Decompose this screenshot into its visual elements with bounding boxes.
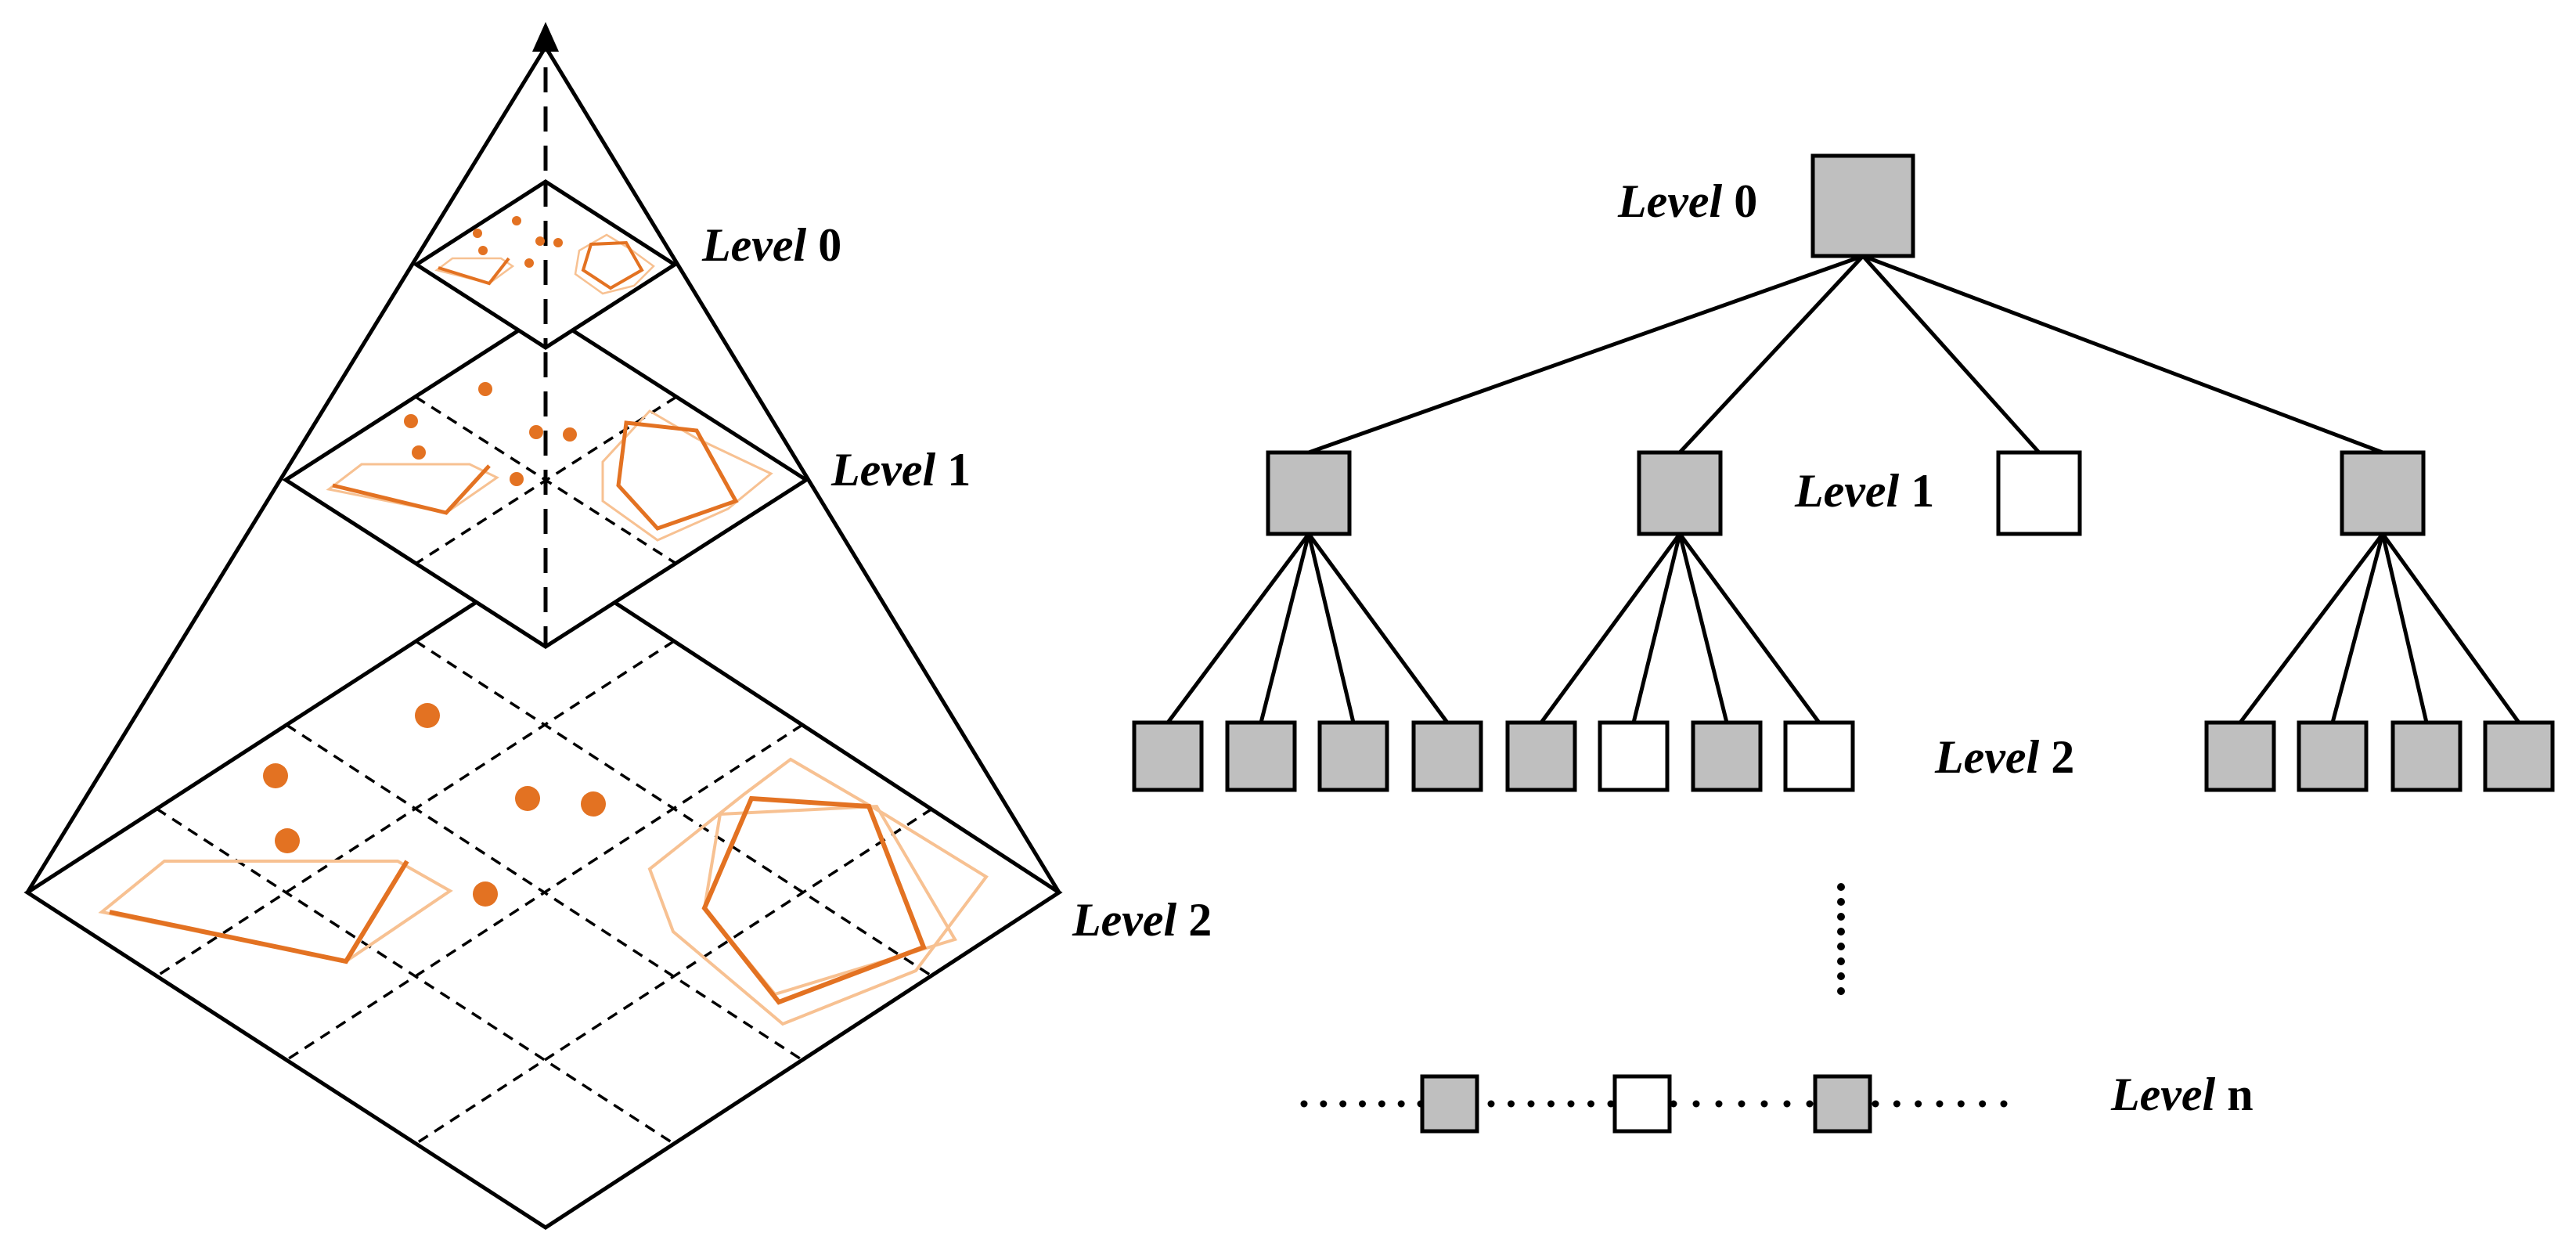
tree-edge [1861, 254, 2041, 454]
ellipsis-dot [1339, 1100, 1347, 1108]
pyramid-label-level-1: Level 1 [830, 444, 971, 496]
tree-edge [1539, 532, 1682, 724]
level-1-line-feature [326, 463, 499, 515]
tree-label-level-0: Level 0 [1617, 175, 1757, 227]
level-2-polygon-feature [647, 757, 989, 1026]
tree-node-level-2 [1598, 720, 1670, 792]
ellipsis-dot [1567, 1100, 1575, 1108]
tree-label-level-n: Level n [2110, 1069, 2254, 1120]
ellipsis-dot [1508, 1100, 1515, 1108]
tree-node-level-2 [2204, 720, 2276, 792]
tree-nodes [1132, 153, 2555, 1134]
ellipsis-dot [1738, 1100, 1746, 1108]
tree-edge [2380, 533, 2429, 723]
ellipsis-dot [1670, 1100, 1677, 1108]
level-2-line-feature [98, 860, 453, 964]
tree-node-level-1 [1637, 450, 1723, 536]
tree-node-level-2 [1411, 720, 1483, 792]
ellipsis-dot [1487, 1100, 1495, 1108]
ellipsis-dot [2000, 1100, 2008, 1108]
tree-node-level-2 [1225, 720, 1297, 792]
tree-edge [1862, 254, 2383, 455]
tree-node-level-2 [1132, 720, 1204, 792]
axis-arrow-head [532, 22, 559, 52]
tree-node-level-n [1813, 1074, 1872, 1134]
level-n-dotted-connectors [1300, 1100, 2008, 1108]
ellipsis-dot [1397, 1100, 1405, 1108]
ellipsis-dot [1715, 1100, 1723, 1108]
pyramid: Level 0 Level 1 Level 2 [23, 22, 1212, 1230]
tree-node-level-0 [1810, 153, 1915, 258]
tree-edges [1166, 254, 2521, 724]
tree-node-level-n [1420, 1074, 1479, 1134]
tree-edge [1166, 532, 1311, 724]
vertical-ellipsis [1837, 883, 1845, 995]
tree-node-level-1 [2340, 450, 2426, 536]
ellipsis-dot [1587, 1100, 1594, 1108]
ellipsis-dot [1607, 1100, 1615, 1108]
ellipsis-dot [1527, 1100, 1535, 1108]
tree-edge [1677, 533, 1729, 723]
ellipsis-dot [1957, 1100, 1965, 1108]
tree-node-level-2 [1691, 720, 1763, 792]
ellipsis-dot [1300, 1100, 1308, 1108]
pyramid-label-level-2: Level 2 [1072, 894, 1212, 946]
level-1-polygon-feature [601, 409, 773, 542]
ellipsis-dot [1806, 1100, 1814, 1108]
pyramid-label-level-0: Level 0 [701, 219, 841, 271]
tree-edge [1677, 532, 1821, 724]
level-0-line-feature [434, 257, 515, 286]
ellipsis-dot [1783, 1100, 1791, 1108]
tree-node-level-1 [1996, 450, 2082, 536]
tree-edge [1306, 533, 1356, 723]
level-0-polygon-feature [574, 233, 655, 295]
tree-node-level-n [1612, 1074, 1672, 1134]
ellipsis-dot [1915, 1100, 1922, 1108]
level-1-point-features [404, 382, 577, 486]
tree-edge [1306, 532, 1450, 724]
tree-label-level-1: Level 1 [1794, 465, 1934, 517]
ellipsis-dot [1936, 1100, 1944, 1108]
tree-node-level-2 [2390, 720, 2463, 792]
pyramid-plane-level-0 [413, 179, 679, 350]
tree-node-level-2 [2297, 720, 2369, 792]
ellipsis-dot [1417, 1100, 1425, 1108]
tree-node-level-1 [1266, 450, 1352, 536]
tree-edge [1631, 533, 1682, 723]
ellipsis-dot [1979, 1100, 1987, 1108]
ellipsis-dot [1893, 1100, 1900, 1108]
tree-node-level-2 [1505, 720, 1577, 792]
tree: Level 0 Level 1 Level 2 Level n [1132, 153, 2555, 1134]
ellipsis-dot [1872, 1100, 1879, 1108]
tree-edge [1678, 254, 1864, 454]
ellipsis-dot [1692, 1100, 1700, 1108]
tree-label-level-2: Level 2 [1934, 731, 2074, 783]
pyramid-plane-level-1 [282, 311, 810, 649]
tree-edge [1259, 533, 1311, 723]
ellipsis-dot [1359, 1100, 1366, 1108]
plane-level-2-grid [156, 640, 933, 1145]
pyramid-plane-level-2 [23, 555, 1063, 1230]
tree-edge [2380, 532, 2521, 724]
tree-node-level-2 [2483, 720, 2555, 792]
tree-node-level-2 [1317, 720, 1389, 792]
level-2-point-features [263, 703, 606, 907]
tree-edge [2239, 532, 2384, 724]
ellipsis-dot [1760, 1100, 1768, 1108]
tree-edge [1308, 254, 1864, 455]
ellipsis-dot [1547, 1100, 1555, 1108]
tree-node-level-2 [1783, 720, 1855, 792]
level-0-point-features [473, 216, 563, 268]
ellipsis-dot [1378, 1100, 1385, 1108]
tree-edge [2330, 533, 2385, 723]
ellipsis-dot [1320, 1100, 1328, 1108]
